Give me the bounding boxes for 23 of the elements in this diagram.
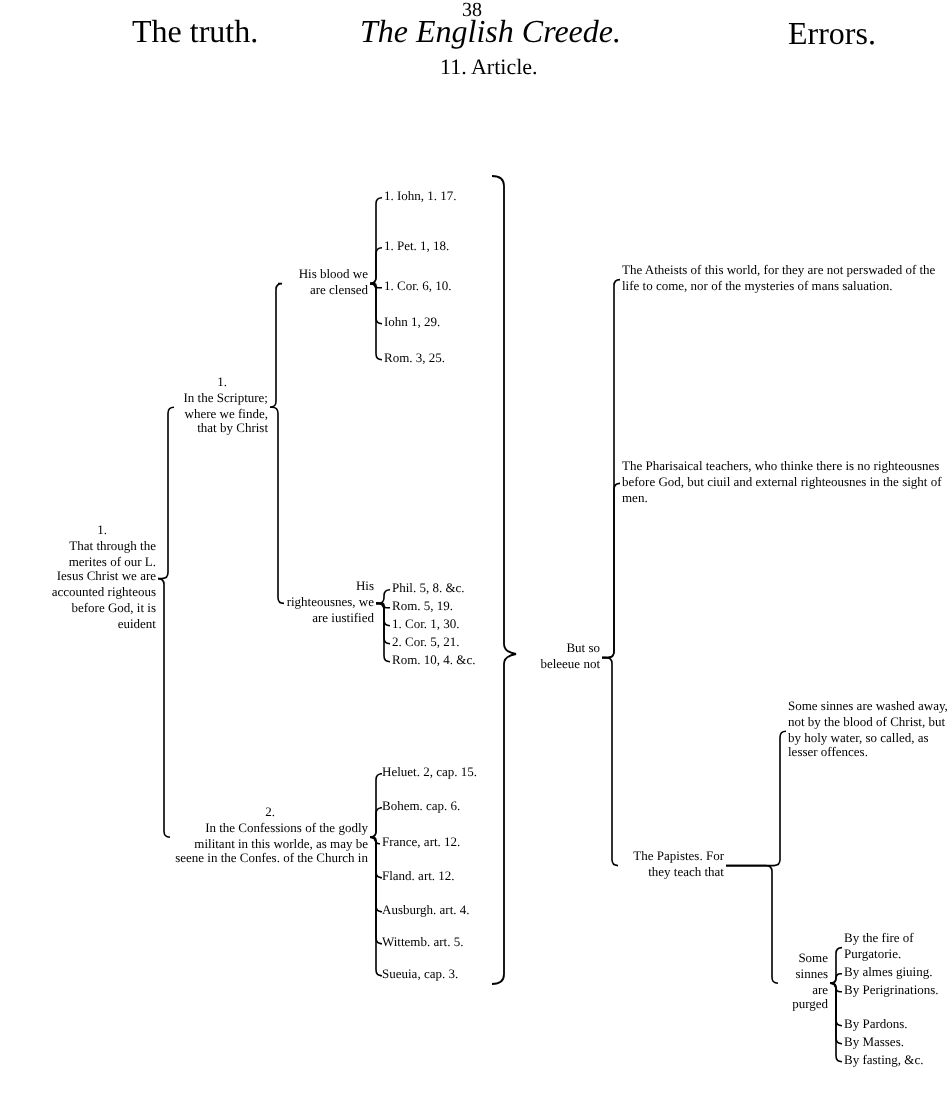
brace-line	[375, 589, 391, 605]
column-heading: Errors.	[788, 20, 876, 52]
brace-line	[725, 864, 779, 984]
article-heading: 11. Article.	[440, 58, 538, 80]
brace-line	[369, 807, 383, 838]
brace-line	[269, 282, 283, 408]
brace-line	[369, 836, 381, 845]
brace-line	[369, 836, 383, 977]
page-title: The English Creede.	[360, 18, 621, 50]
column-heading: The truth.	[132, 18, 259, 50]
brace-line	[601, 656, 619, 867]
brace-line	[829, 982, 843, 993]
brace-line	[829, 973, 843, 984]
brace-line	[157, 577, 171, 838]
brace-line	[369, 247, 383, 285]
brace-line	[375, 602, 391, 663]
brace-line	[369, 282, 383, 289]
brace-line	[829, 982, 843, 1063]
brace-line	[369, 282, 383, 361]
brace-line	[829, 946, 843, 984]
brace-line	[269, 406, 285, 605]
page-number: 38	[462, 2, 482, 22]
brace-line	[157, 406, 175, 580]
